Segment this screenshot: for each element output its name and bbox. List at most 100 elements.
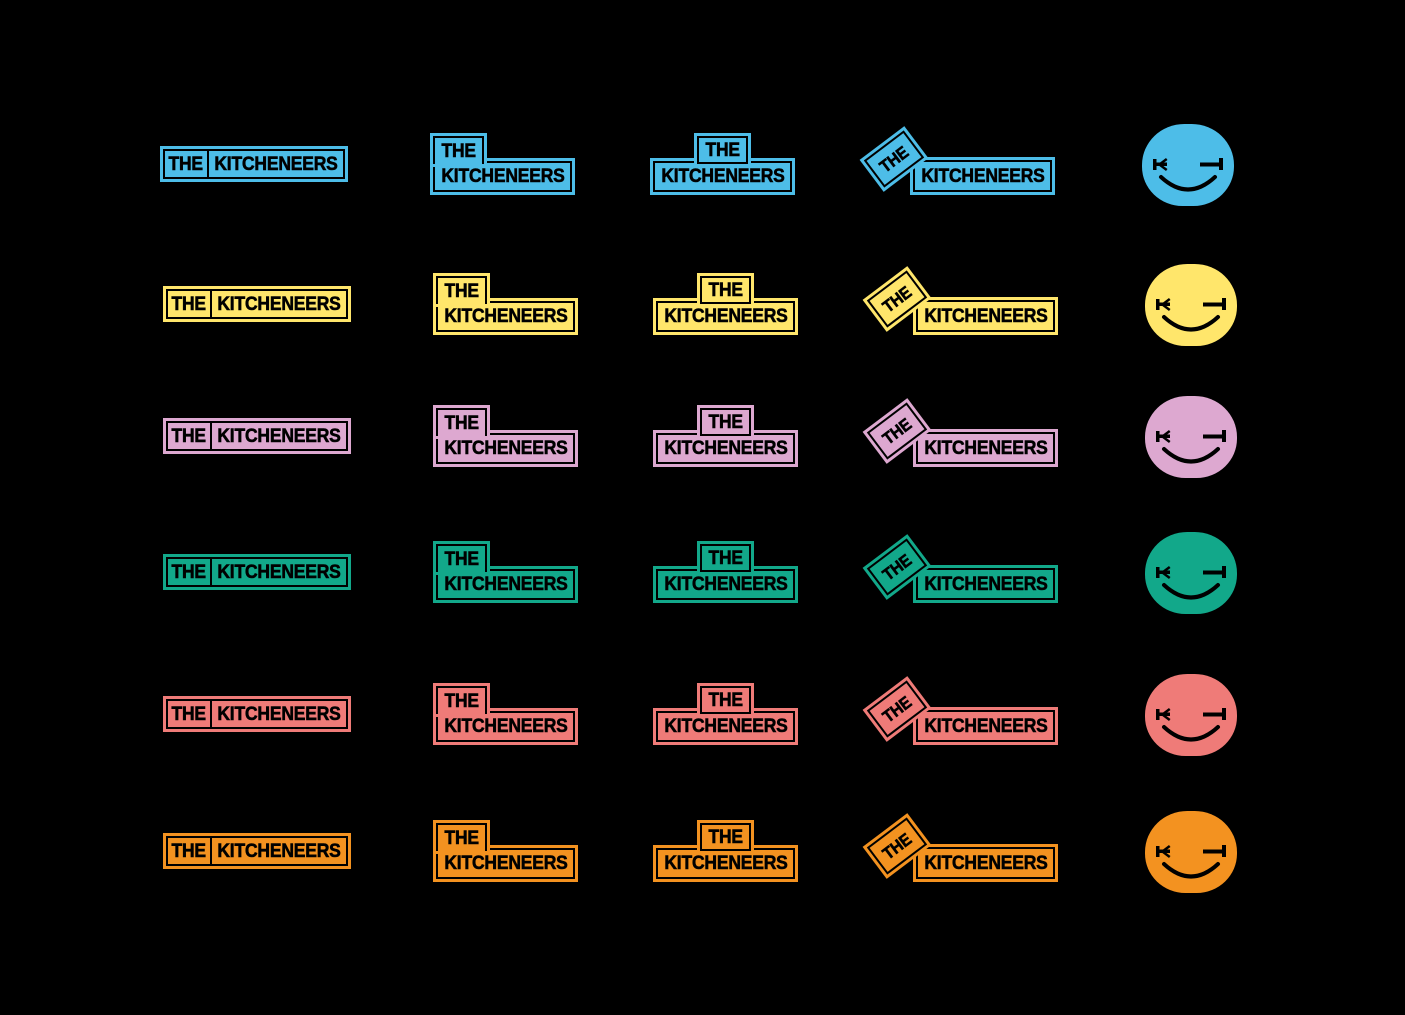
logo-frame-top: THE	[694, 133, 751, 167]
logo-word-kitcheneers: KITCHENEERS	[923, 437, 1048, 459]
logo-stacked-left: KITCHENEERS THE	[433, 820, 578, 882]
smiley-face-icon	[1142, 124, 1234, 206]
logo-frame: THE KITCHENEERS	[163, 286, 351, 322]
logo-frame-bottom: KITCHENEERS	[653, 298, 798, 335]
logo-row-pink: THE KITCHENEERS KITCHENEERS THE KITCHENE…	[0, 396, 1405, 505]
wink-face-icon	[1153, 158, 1223, 192]
logo-word-the: THE	[705, 139, 740, 161]
logo-frame-bottom: KITCHENEERS	[913, 297, 1058, 335]
logo-row-green: THE KITCHENEERS KITCHENEERS THE KITCHENE…	[0, 532, 1405, 641]
logo-frame-top: THE	[433, 820, 490, 854]
logo-frame-top: THE	[433, 683, 490, 717]
logo-word-kitcheneers: KITCHENEERS	[923, 852, 1048, 874]
smiley-face-icon	[1145, 811, 1237, 893]
logo-frame-bottom: KITCHENEERS	[430, 158, 575, 195]
logo-word-kitcheneers: KITCHENEERS	[443, 574, 568, 595]
logo-frame-top: THE	[697, 820, 754, 854]
logo-row-blue: THE KITCHENEERS KITCHENEERS THE KITCHENE…	[0, 124, 1402, 233]
logo-word-kitcheneers: KITCHENEERS	[920, 165, 1045, 187]
logo-word-the: THE	[171, 425, 207, 447]
logo-word-the: THE	[168, 153, 204, 175]
logo-frame-bottom: KITCHENEERS	[913, 429, 1058, 467]
logo-word-kitcheneers: KITCHENEERS	[443, 716, 568, 737]
logo-word-the: THE	[444, 827, 479, 849]
logo-row-yellow: THE KITCHENEERS KITCHENEERS THE KITCHENE…	[0, 264, 1405, 373]
logo-frame-bottom: KITCHENEERS	[913, 565, 1058, 603]
logo-word-kitcheneers: KITCHENEERS	[217, 703, 341, 725]
logo-word-the: THE	[708, 279, 743, 301]
logo-word-the: THE	[444, 412, 479, 434]
logo-word-the: THE	[879, 829, 916, 863]
logo-tilted: KITCHENEERS THE	[862, 813, 1059, 884]
logo-word-the: THE	[444, 280, 479, 302]
logo-frame-top: THE	[433, 541, 490, 575]
logo-word-the: THE	[708, 547, 743, 569]
logo-word-kitcheneers: KITCHENEERS	[217, 840, 341, 862]
logo-word-kitcheneers: KITCHENEERS	[923, 573, 1048, 595]
logo-frame: THE KITCHENEERS	[160, 146, 348, 182]
wink-face-icon	[1156, 430, 1226, 464]
logo-word-the: THE	[708, 411, 743, 433]
logo-horizontal: THE KITCHENEERS	[163, 286, 351, 322]
logo-word-the: THE	[708, 689, 743, 711]
logo-word-kitcheneers: KITCHENEERS	[663, 574, 788, 595]
smiley-face-icon	[1145, 396, 1237, 478]
logo-stacked-centered: KITCHENEERS THE	[650, 133, 795, 195]
logo-stacked-centered: KITCHENEERS THE	[653, 273, 798, 335]
smiley-face-icon	[1145, 674, 1237, 756]
smiley-face-icon	[1145, 532, 1237, 614]
logo-frame-bottom: KITCHENEERS	[913, 707, 1058, 745]
logo-stacked-centered: KITCHENEERS THE	[653, 541, 798, 603]
logo-frame-top: THE	[433, 405, 490, 439]
logo-tilted: KITCHENEERS THE	[862, 266, 1059, 337]
logo-frame-top: THE	[697, 683, 754, 717]
logo-word-kitcheneers: KITCHENEERS	[214, 153, 338, 175]
logo-stacked-left: KITCHENEERS THE	[433, 683, 578, 745]
logo-stacked-centered: KITCHENEERS THE	[653, 683, 798, 745]
logo-word-the: THE	[441, 140, 476, 162]
logo-stacked-left: KITCHENEERS THE	[433, 405, 578, 467]
logo-frame: THE KITCHENEERS	[163, 833, 351, 869]
logo-frame-bottom: KITCHENEERS	[433, 845, 578, 882]
logo-word-kitcheneers: KITCHENEERS	[217, 561, 341, 583]
logo-word-kitcheneers: KITCHENEERS	[217, 425, 341, 447]
logo-frame-top: THE	[433, 273, 490, 307]
logo-word-the: THE	[171, 840, 207, 862]
logo-frame-top: THE	[697, 405, 754, 439]
logo-frame-bottom: KITCHENEERS	[653, 708, 798, 745]
logo-word-the: THE	[876, 142, 913, 176]
logo-horizontal: THE KITCHENEERS	[163, 696, 351, 732]
logo-horizontal: THE KITCHENEERS	[163, 833, 351, 869]
logo-word-the: THE	[171, 293, 207, 315]
logo-tilted: KITCHENEERS THE	[862, 398, 1059, 469]
logo-horizontal: THE KITCHENEERS	[160, 146, 348, 182]
logo-stacked-centered: KITCHENEERS THE	[653, 820, 798, 882]
logo-stacked-left: KITCHENEERS THE	[433, 273, 578, 335]
logo-word-kitcheneers: KITCHENEERS	[923, 715, 1048, 737]
logo-row-coral: THE KITCHENEERS KITCHENEERS THE KITCHENE…	[0, 674, 1405, 783]
logo-tilted: KITCHENEERS THE	[862, 534, 1059, 605]
logo-stacked-left: KITCHENEERS THE	[430, 133, 575, 195]
logo-frame: THE KITCHENEERS	[163, 696, 351, 732]
logo-tilted: KITCHENEERS THE	[859, 126, 1056, 197]
logo-stacked-centered: KITCHENEERS THE	[653, 405, 798, 467]
logo-frame: THE KITCHENEERS	[163, 554, 351, 590]
logo-word-the: THE	[444, 690, 479, 712]
logo-frame-bottom: KITCHENEERS	[910, 157, 1055, 195]
logo-word-kitcheneers: KITCHENEERS	[217, 293, 341, 315]
logo-word-the: THE	[879, 692, 916, 726]
logo-row-orange: THE KITCHENEERS KITCHENEERS THE KITCHENE…	[0, 811, 1405, 920]
logo-word-the: THE	[171, 561, 207, 583]
logo-word-the: THE	[879, 282, 916, 316]
logo-word-kitcheneers: KITCHENEERS	[923, 305, 1048, 327]
logo-frame-bottom: KITCHENEERS	[433, 298, 578, 335]
logo-word-kitcheneers: KITCHENEERS	[663, 306, 788, 327]
logo-stacked-left: KITCHENEERS THE	[433, 541, 578, 603]
wink-face-icon	[1156, 845, 1226, 879]
logo-word-kitcheneers: KITCHENEERS	[443, 438, 568, 459]
wink-face-icon	[1156, 566, 1226, 600]
logo-word-kitcheneers: KITCHENEERS	[663, 853, 788, 874]
logo-word-the: THE	[171, 703, 207, 725]
logo-horizontal: THE KITCHENEERS	[163, 554, 351, 590]
logo-word-kitcheneers: KITCHENEERS	[440, 166, 565, 187]
